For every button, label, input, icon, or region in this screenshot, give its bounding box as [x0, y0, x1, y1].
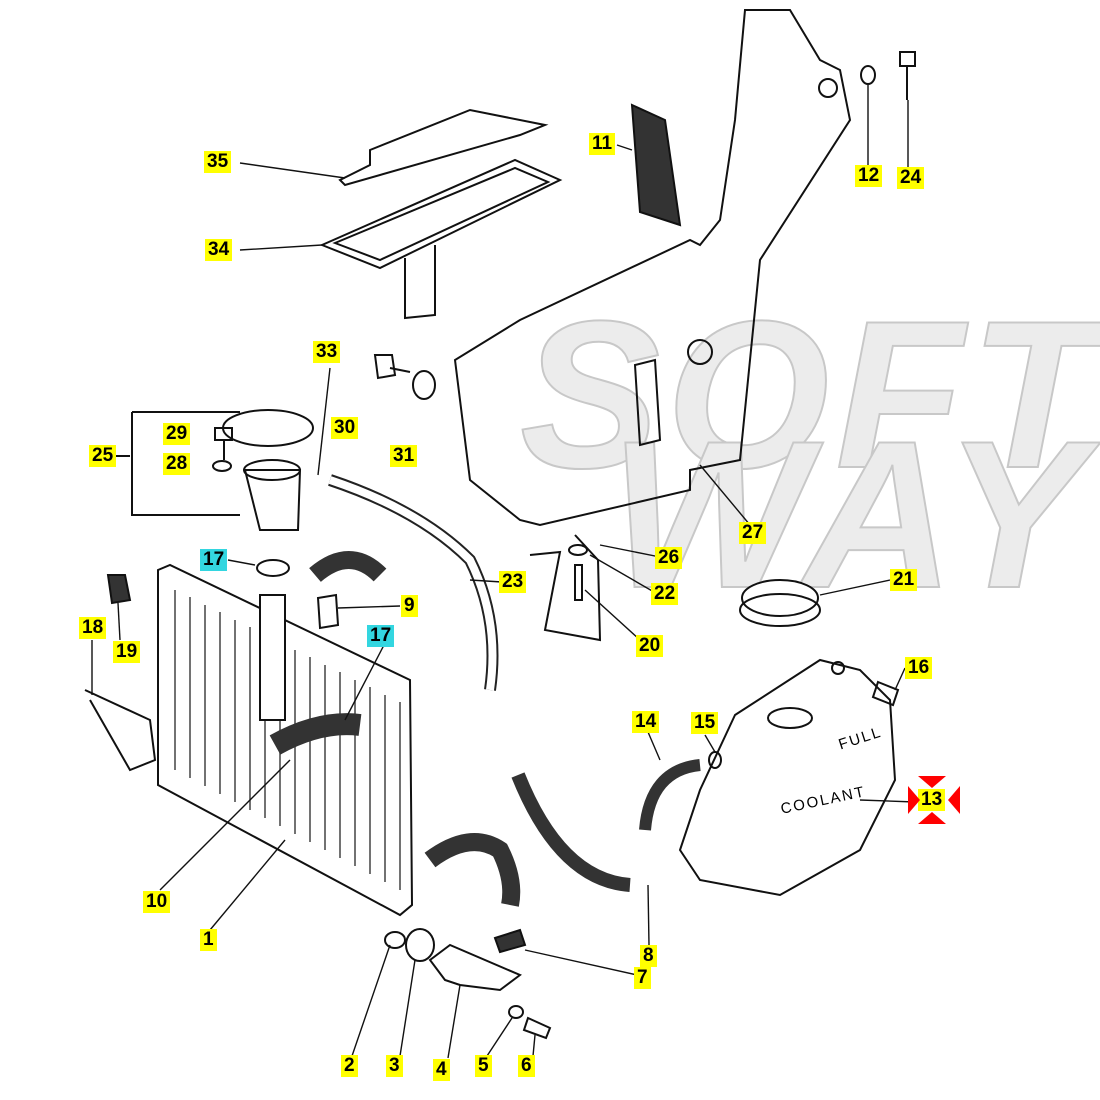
callout-19[interactable]: 19 — [113, 641, 141, 663]
callout-8[interactable]: 8 — [640, 945, 657, 967]
callout-9[interactable]: 9 — [401, 595, 418, 617]
tank-hose — [511, 772, 631, 892]
part-18-bracket — [84, 689, 157, 772]
selection-arrow-top — [918, 776, 946, 788]
part-25-cap — [222, 409, 314, 447]
callout-2[interactable]: 2 — [341, 1055, 358, 1077]
selection-arrow-bottom — [918, 812, 946, 824]
part-34-cover — [319, 158, 563, 320]
callout-17[interactable]: 17 — [367, 625, 395, 647]
callout-29[interactable]: 29 — [163, 423, 191, 445]
part-6-bolt — [522, 1016, 552, 1040]
callout-33[interactable]: 33 — [313, 341, 341, 363]
part-21-tank-cap — [741, 579, 819, 617]
callout-1[interactable]: 1 — [200, 929, 217, 951]
callout-10[interactable]: 10 — [143, 891, 171, 913]
callout-18[interactable]: 18 — [79, 617, 107, 639]
part-16-bolt — [871, 680, 900, 707]
callout-11[interactable]: 11 — [589, 133, 616, 155]
part-22-washer — [568, 544, 588, 556]
callout-7[interactable]: 7 — [634, 967, 651, 989]
selection-arrow-right — [948, 786, 960, 814]
upper-hose — [309, 551, 387, 583]
right-outlet-hose — [424, 833, 521, 907]
part-17-clamp — [256, 559, 290, 577]
callout-24[interactable]: 24 — [897, 167, 925, 189]
part-31-grommet — [412, 370, 436, 400]
part-3-grommet — [405, 928, 435, 962]
part-12-washer — [860, 65, 876, 85]
watermark-soft: SOFT — [519, 277, 1100, 512]
part-5-washer — [508, 1005, 524, 1019]
frame-hole — [818, 78, 838, 98]
callout-3[interactable]: 3 — [386, 1055, 403, 1077]
part-28-washer — [212, 460, 232, 472]
callout-20[interactable]: 20 — [636, 635, 664, 657]
callout-4[interactable]: 4 — [433, 1059, 450, 1081]
selection-arrow-left — [908, 786, 920, 814]
callout-30[interactable]: 30 — [331, 417, 359, 439]
callout-34[interactable]: 34 — [205, 239, 233, 261]
part-19-clip — [106, 574, 132, 605]
part-13-reserve-tank — [678, 658, 897, 897]
callout-14[interactable]: 14 — [632, 711, 660, 733]
radiator-inlet-pipe — [259, 594, 286, 721]
part-4-bracket — [428, 943, 522, 992]
callout-17[interactable]: 17 — [200, 549, 228, 571]
callout-12[interactable]: 12 — [855, 165, 883, 187]
callout-6[interactable]: 6 — [518, 1055, 535, 1077]
callout-27[interactable]: 27 — [739, 522, 767, 544]
leader-lines — [91, 85, 916, 1059]
part-20-pin — [574, 564, 583, 601]
part-1-radiator — [157, 563, 414, 917]
part-24-bolt — [899, 51, 916, 100]
callout-35[interactable]: 35 — [204, 151, 232, 173]
part-14-hose — [639, 759, 701, 831]
part-9-fitting — [316, 593, 340, 630]
part-7-pad — [493, 928, 527, 954]
part-11-pad — [630, 103, 682, 227]
part-26-stay — [529, 534, 602, 642]
callout-16[interactable]: 16 — [905, 657, 933, 679]
callout-15[interactable]: 15 — [691, 712, 719, 734]
callout-22[interactable]: 22 — [651, 583, 679, 605]
part-35-seal — [338, 108, 549, 187]
part-30-bolt — [373, 354, 411, 380]
part-27-bracket — [453, 9, 852, 527]
part-10-lower-hose — [269, 713, 362, 755]
frame-hole — [687, 339, 713, 365]
callout-21[interactable]: 21 — [890, 569, 918, 591]
watermark-way: WAY — [609, 397, 1091, 632]
callout-28[interactable]: 28 — [163, 453, 191, 475]
callout-23[interactable]: 23 — [499, 571, 527, 593]
part-25-filler-neck — [243, 469, 302, 531]
callout-31[interactable]: 31 — [390, 445, 418, 467]
callout-26[interactable]: 26 — [655, 547, 683, 569]
part-2-collar — [384, 931, 406, 949]
callout-25[interactable]: 25 — [89, 445, 117, 467]
part-29-screw — [214, 427, 233, 460]
callout-5[interactable]: 5 — [475, 1055, 492, 1077]
callout-13[interactable]: 13 — [918, 789, 946, 811]
